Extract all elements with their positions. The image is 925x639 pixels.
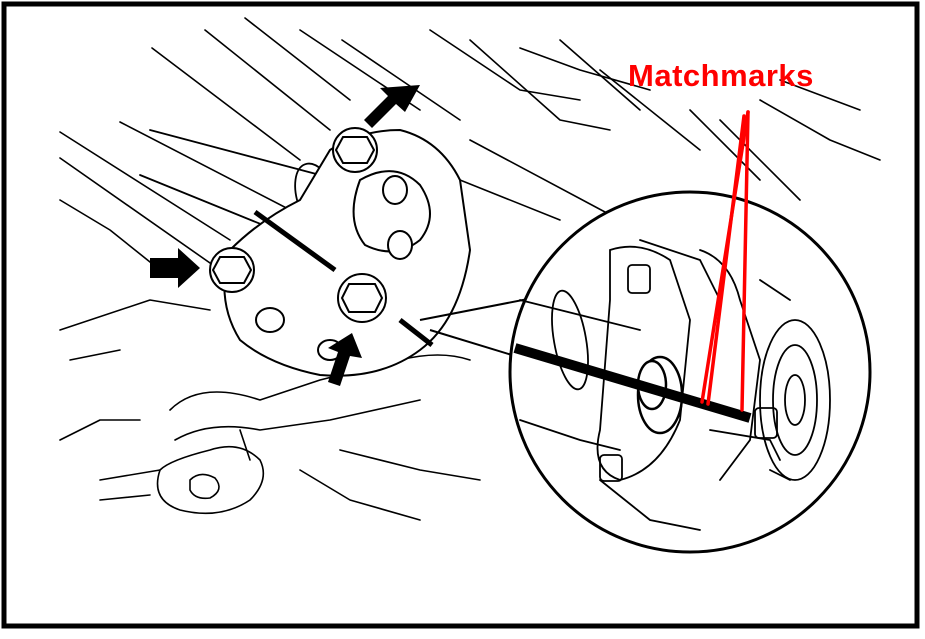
arrow-icon [150,85,420,386]
border-frame [1,1,920,629]
bolt-bottom [337,273,387,323]
matchmark-line-shaft [253,209,337,273]
bolt-top [332,127,378,173]
matchmark-line-detail [513,343,752,423]
bolt-left [209,247,255,293]
matchmark-line-flange [398,318,434,347]
matchmarks-label: Matchmarks [628,58,814,93]
matchmarks-leader-lines [700,110,750,412]
detail-magnifier [508,190,872,554]
flange-yoke [223,128,472,377]
